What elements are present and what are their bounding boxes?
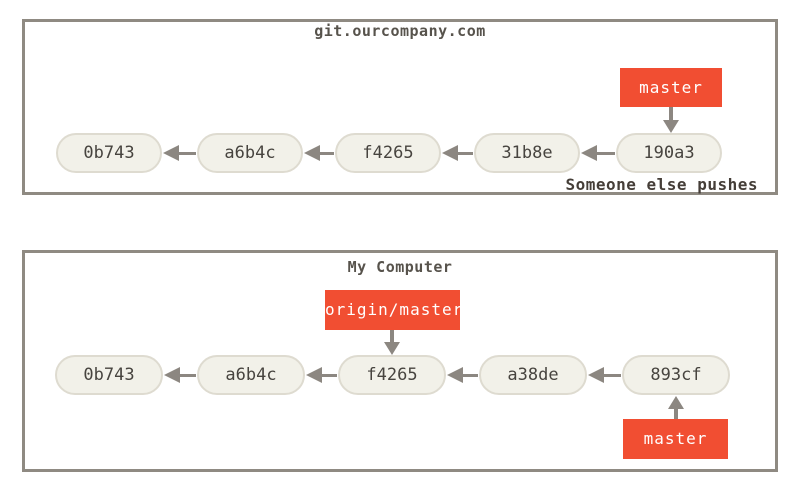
remote-master-branch-label: master	[620, 68, 722, 107]
arrow-shaft	[456, 151, 473, 155]
local-commit-a6b4c: a6b4c	[197, 355, 305, 395]
arrow-shaft	[320, 373, 337, 377]
arrow-shaft	[390, 330, 394, 343]
remote-commit-31b8e: 31b8e	[474, 133, 580, 173]
local-commit-a38de: a38de	[479, 355, 587, 395]
arrow-head-icon	[163, 145, 179, 161]
remote-commit-f4265: f4265	[335, 133, 441, 173]
remote-commit-a6b4c: a6b4c	[197, 133, 303, 173]
arrow-head-icon	[668, 396, 684, 409]
local-commit-893cf: 893cf	[622, 355, 730, 395]
arrow-head-icon	[384, 342, 400, 355]
local-computer-box	[22, 250, 778, 472]
remote-commit-0b743: 0b743	[56, 133, 162, 173]
arrow-shaft	[461, 373, 478, 377]
arrow-shaft	[669, 107, 673, 121]
arrow-head-icon	[581, 145, 597, 161]
someone-else-pushes-caption: Someone else pushes	[565, 175, 758, 194]
arrow-head-icon	[306, 367, 322, 383]
arrow-shaft	[602, 373, 621, 377]
local-commit-f4265: f4265	[338, 355, 446, 395]
remote-commit-190a3: 190a3	[616, 133, 722, 173]
arrow-shaft	[674, 408, 678, 419]
origin-master-branch-label: origin/master	[325, 290, 462, 330]
arrow-shaft	[178, 373, 196, 377]
remote-server-box	[22, 19, 778, 195]
local-commit-0b743: 0b743	[55, 355, 163, 395]
arrow-shaft	[177, 151, 196, 155]
arrow-head-icon	[588, 367, 604, 383]
arrow-shaft	[595, 151, 615, 155]
arrow-head-icon	[442, 145, 458, 161]
arrow-head-icon	[304, 145, 320, 161]
local-box-title: My Computer	[347, 258, 453, 276]
remote-box-title: git.ourcompany.com	[314, 22, 486, 40]
arrow-head-icon	[663, 120, 679, 133]
arrow-head-icon	[164, 367, 180, 383]
arrow-head-icon	[447, 367, 463, 383]
local-master-branch-label: master	[623, 419, 728, 459]
arrow-shaft	[318, 151, 334, 155]
